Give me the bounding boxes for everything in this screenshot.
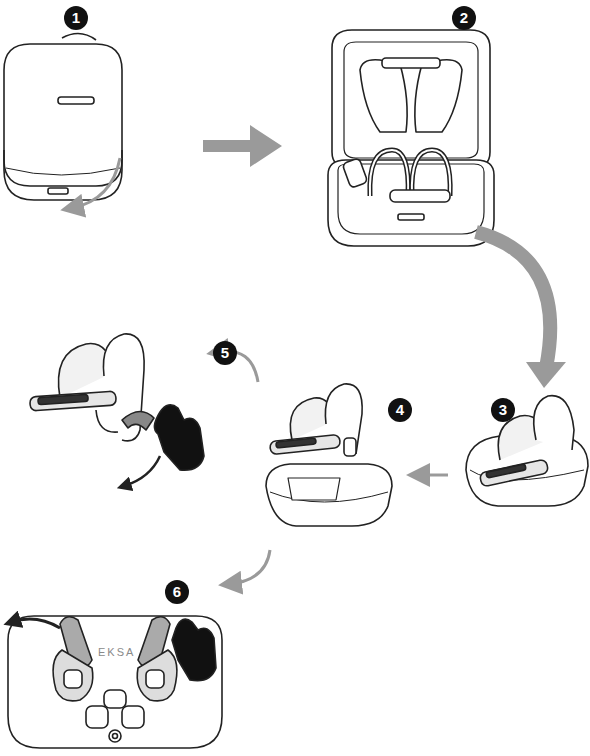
open-case [328, 30, 494, 246]
callout-number: 2 [452, 6, 476, 30]
callout-number: 5 [213, 341, 237, 365]
charging-dock [466, 396, 588, 506]
case-top-view [8, 616, 222, 748]
brand-logo: EKSA [98, 646, 135, 658]
closed-case [4, 33, 122, 200]
charging-dock-lifted [266, 384, 392, 526]
flow-arrows [12, 125, 566, 628]
callout-number: 6 [165, 580, 189, 604]
callout-number: 4 [388, 398, 412, 422]
callout-number: 3 [491, 398, 515, 422]
earbud-hand [30, 334, 204, 470]
callout-number: 1 [64, 6, 88, 30]
